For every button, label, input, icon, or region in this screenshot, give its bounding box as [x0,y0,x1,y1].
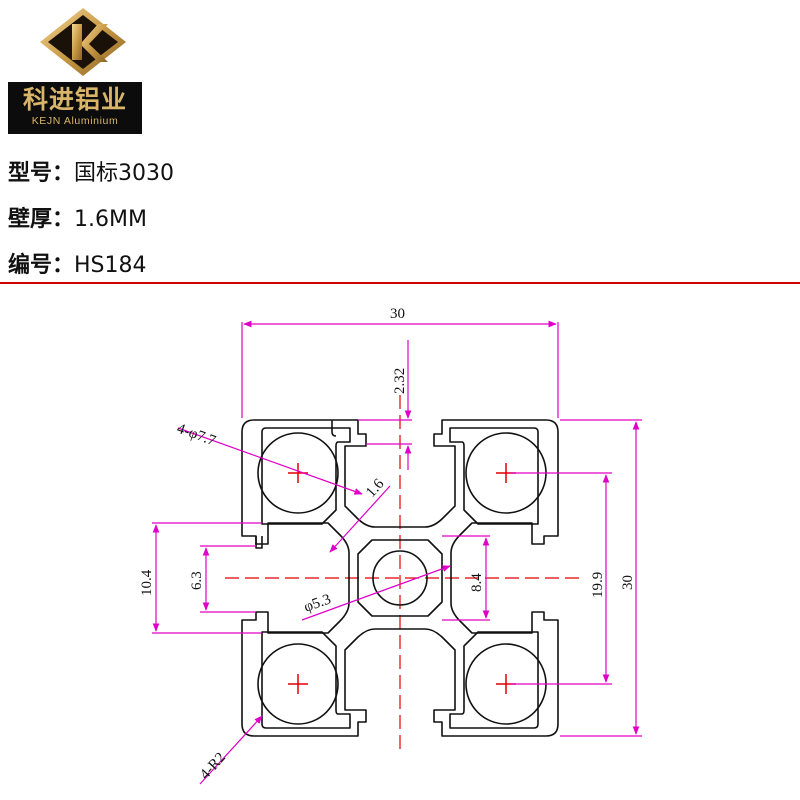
dim-wall-label: 1.6 [363,476,388,501]
spec-model-value: 国标3030 [74,161,175,186]
spec-wall-thickness: 壁厚：1.6MM [8,201,147,233]
spec-wall-label: 壁厚： [8,207,75,232]
diamond-k-logo-icon [40,8,126,76]
header-divider [0,282,800,284]
dim-core-label: 8.4 [469,573,485,592]
spec-code: 编号：HS184 [8,247,147,279]
dim-hole-spacing-label: 19.9 [590,572,606,598]
spec-code-label: 编号： [8,253,75,278]
spec-code-value: HS184 [74,253,147,278]
dim-corner-radius-label: 4-R2 [197,750,229,783]
spec-model: 型号：国标3030 [8,155,174,187]
dim-height-label: 30 [620,575,636,590]
dim-hole-diameter-label: 4-φ7.7 [175,421,218,450]
brand-banner: 科进铝业 KEJN Aluminium [8,82,142,134]
dim-slot-outer-label: 10.4 [139,569,155,596]
dim-top-gap-label: 2.32 [392,368,408,394]
profile-outline [241,419,559,737]
dimension-lines [152,320,642,785]
brand-name-cn: 科进铝业 [22,85,127,114]
spec-model-label: 型号： [8,161,75,186]
brand-logo: 科进铝业 KEJN Aluminium [8,6,142,134]
dim-width-label: 30 [390,306,405,322]
dim-slot-inner-label: 6.3 [189,571,205,590]
centerlines [225,395,580,755]
dim-center-hole-label: φ5.3 [302,591,333,615]
spec-wall-value: 1.6MM [74,207,147,232]
brand-name-en: KEJN Aluminium [31,115,119,127]
